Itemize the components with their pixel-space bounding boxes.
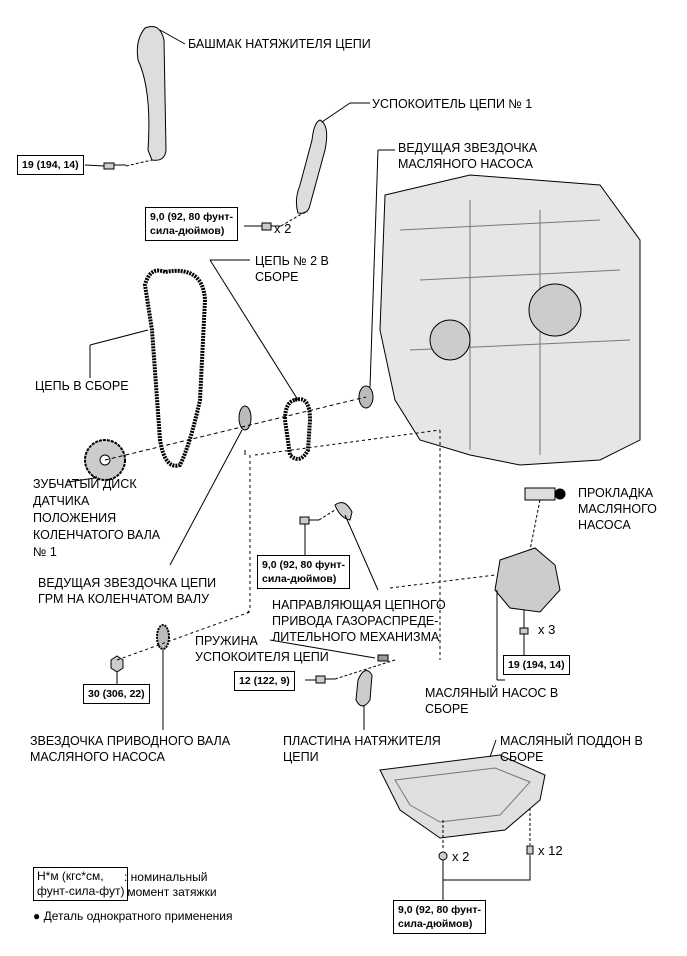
torque-guide-bolt: 9,0 (92, 80 фунт- сила-дюймов) (257, 555, 350, 589)
label-oil-pan: МАСЛЯНЫЙ ПОДДОН В СБОРЕ (500, 734, 643, 764)
chain-2 (282, 397, 313, 461)
torque-plate-bolt: 12 (122, 9) (234, 671, 295, 691)
engine-block (379, 174, 641, 466)
pump-bolt (519, 610, 529, 635)
pan-bolt (526, 845, 534, 855)
damper-spring (377, 654, 389, 662)
label-crank-sprocket: ВЕДУЩАЯ ЗВЕЗДОЧКА ЦЕПИ ГРМ НА КОЛЕНЧАТОМ… (38, 576, 217, 606)
plate-bolt (315, 675, 335, 684)
label-chain-guide: НАПРАВЛЯЮЩАЯ ЦЕПНОГО ПРИВОДА ГАЗОРАСПРЕД… (272, 598, 446, 644)
timing-chain (142, 268, 208, 468)
pan-nut (438, 851, 448, 861)
qty-damper: x 2 (274, 221, 292, 236)
shoe-bolt (103, 162, 126, 170)
label-chain-2: ЦЕПЬ № 2 В СБОРЕ (255, 254, 329, 284)
guide-bolt (299, 516, 319, 525)
legend-non-reusable-text: Деталь однократного применения (43, 909, 233, 923)
label-damper-spring: ПРУЖИНА УСПОКОИТЕЛЯ ЦЕПИ (195, 634, 329, 664)
qty-pump: x 3 (538, 622, 556, 637)
qty-pan-nut: x 2 (452, 849, 470, 864)
torque-pan-bolt: 9,0 (92, 80 фунт- сила-дюймов) (393, 900, 486, 934)
chain-damper-1 (295, 119, 328, 214)
torque-damper-bolt: 9,0 (92, 80 фунт- сила-дюймов) (145, 207, 238, 241)
non-reusable-dot-icon: ● (33, 909, 41, 923)
label-oil-pump-shaft-sprocket: ЗВЕЗДОЧКА ПРИВОДНОГО ВАЛА МАСЛЯНОГО НАСО… (30, 734, 231, 764)
legend-torque-desc: : номинальный момент затяжки (124, 870, 217, 899)
label-oil-pump-drive-sprocket: ВЕДУЩАЯ ЗВЕЗДОЧКА МАСЛЯНОГО НАСОСА (398, 141, 538, 171)
damper-bolt (261, 222, 281, 231)
legend-torque-units: Н*м (кгс*см, фунт-сила-фут) (33, 867, 129, 901)
torque-sprocket-nut: 30 (306, 22) (83, 684, 150, 704)
label-chain-damper-1: УСПОКОИТЕЛЬ ЦЕПИ № 1 (372, 97, 533, 111)
oil-pump-gasket (524, 487, 556, 501)
label-oil-pump-gasket: ПРОКЛАДКА МАСЛЯНОГО НАСОСА (578, 486, 657, 532)
label-chain: ЦЕПЬ В СБОРЕ (35, 379, 129, 393)
label-tensioner-plate: ПЛАСТИНА НАТЯЖИТЕЛЯ ЦЕПИ (283, 734, 441, 764)
crank-sprocket (238, 405, 252, 431)
torque-shoe-bolt: 19 (194, 14) (17, 155, 84, 175)
label-tensioner-shoe: БАШМАК НАТЯЖИТЕЛЯ ЦЕПИ (188, 37, 371, 51)
oil-pump (494, 547, 561, 613)
label-oil-pump-assy: МАСЛЯНЫЙ НАСОС В СБОРЕ (425, 686, 559, 716)
sprocket-nut (110, 655, 124, 673)
chain-guide (334, 502, 353, 521)
oil-pan (379, 754, 546, 839)
label-timing-rotor: ЗУБЧАТЫЙ ДИСК ДАТЧИКА ПОЛОЖЕНИЯ КОЛЕНЧАТ… (33, 477, 161, 559)
oil-pump-shaft-sprocket (156, 624, 170, 650)
torque-pump-bolt: 19 (194, 14) (503, 655, 570, 675)
legend-non-reusable: ● Деталь однократного применения (33, 908, 233, 924)
qty-pan-bolt: x 12 (538, 843, 563, 858)
tensioner-shoe (136, 26, 167, 161)
tensioner-plate (355, 670, 373, 707)
